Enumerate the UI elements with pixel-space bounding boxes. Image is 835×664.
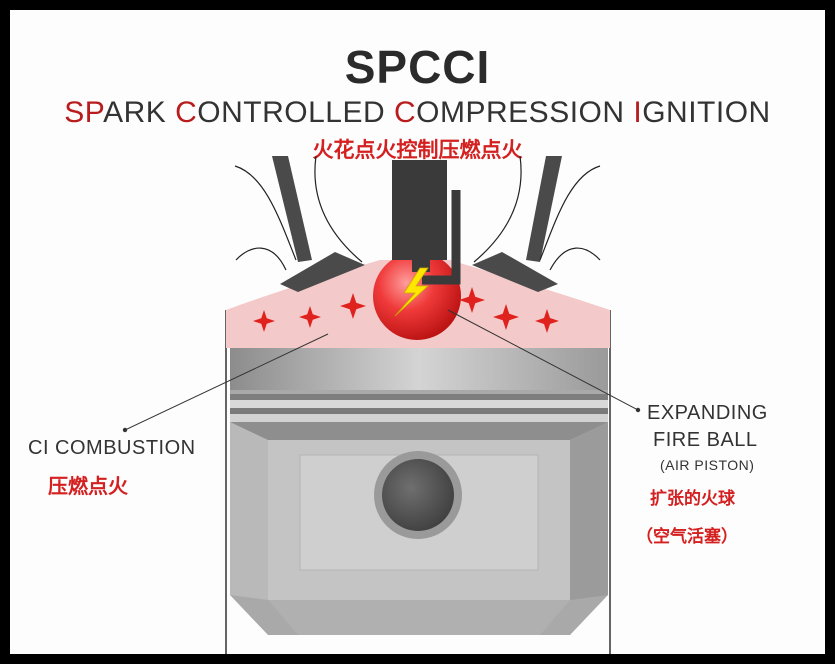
air-piston-label: (AIR PISTON) (660, 457, 754, 473)
ci-combustion-cn-label: 压燃点火 (48, 470, 128, 499)
ci-combustion-label: CI COMBUSTION (28, 437, 196, 460)
intake-valve (235, 156, 365, 292)
expanding-label-line1: EXPANDING (647, 402, 768, 425)
engine-diagram (10, 10, 825, 654)
diagram-frame: SPCCI SPARK CONTROLLED COMPRESSION IGNIT… (10, 10, 825, 654)
air-piston-cn-label: （空气活塞） (636, 522, 738, 547)
expanding-cn-label: 扩张的火球 (650, 484, 735, 509)
piston-pin-icon (374, 451, 462, 539)
expanding-label-line2: FIRE BALL (653, 429, 758, 452)
exhaust-valve (472, 156, 600, 292)
piston (230, 348, 608, 635)
